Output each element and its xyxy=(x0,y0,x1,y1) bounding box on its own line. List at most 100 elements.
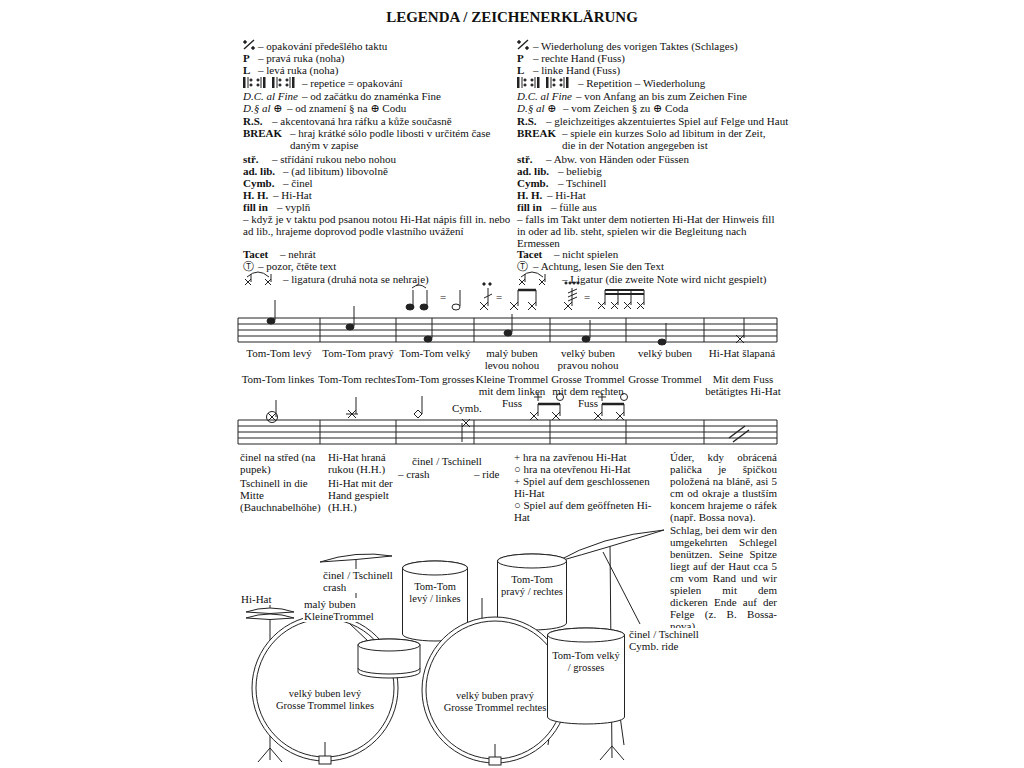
staff-label: Grosse Trommel xyxy=(627,373,703,385)
explanation: – spiele ein kurzes Solo ad libitum in d… xyxy=(562,127,776,151)
notation-equivalence xyxy=(489,283,491,285)
staff xyxy=(238,318,777,342)
page-title: LEGENDA / ZEICHENERKLÄRUNG xyxy=(0,8,1024,26)
symbol-term: R.S. xyxy=(517,115,537,127)
symbol-term: D.§ al ⊕ xyxy=(243,102,282,114)
repeat-sign-symbol xyxy=(272,77,275,88)
bass-drum-pedal xyxy=(325,742,495,757)
repeat-sign-symbol xyxy=(560,79,562,81)
symbol-term: Cymb. xyxy=(517,177,548,189)
note xyxy=(346,324,354,330)
staff-label: Tom-Tom pravý xyxy=(319,347,397,359)
explanation: – linke Hand (Fuss) xyxy=(533,64,620,76)
drum-name: velký buben levý xyxy=(285,688,365,700)
explanation: – nicht spielen xyxy=(554,248,618,260)
symbol-term: stř. xyxy=(243,153,259,165)
repeat-measure-symbol xyxy=(526,47,529,50)
explanation: – fülle aus xyxy=(551,201,597,213)
drum-name: Tom-Tom pravý / rechtes xyxy=(497,574,567,598)
repeat-sign-symbol xyxy=(551,77,552,88)
drum-name: velký buben pravý xyxy=(452,690,538,702)
explanation: – Tschinell xyxy=(558,177,606,189)
notation-label: – crash xyxy=(398,468,429,480)
repeat-sign-symbol xyxy=(564,77,565,88)
explanation: – Ligatur (die zweite Note wird nicht ge… xyxy=(562,273,766,285)
repeat-sign-symbol xyxy=(257,79,259,81)
staff-label: Tom-Tom levý xyxy=(240,347,318,359)
repeat-sign-symbol xyxy=(248,77,249,88)
symbol-term: H. H. xyxy=(243,189,268,201)
note xyxy=(582,336,590,342)
notation-equivalence xyxy=(412,285,427,306)
symbol-term: fill in xyxy=(517,201,542,213)
repeat-sign-symbol xyxy=(566,77,569,88)
notation-equivalence xyxy=(406,282,644,310)
repeat-sign-symbol xyxy=(524,84,526,86)
explanation: – když je v taktu pod psanou notou Hi-Ha… xyxy=(243,213,511,237)
explanation: – Wiederholung des vorigen Taktes (Schla… xyxy=(533,40,738,52)
repeat-sign-symbol xyxy=(522,77,523,88)
drum-head xyxy=(403,561,468,575)
symbol-term: stř. xyxy=(517,153,533,165)
staff-label: velký buben xyxy=(627,347,703,359)
notation-equivalence xyxy=(460,290,461,306)
repeat-sign-symbol xyxy=(263,77,266,88)
symbol-term: fill in xyxy=(243,201,268,213)
drum-hoop xyxy=(256,619,394,757)
notation-label: + Spiel auf dem geschlossenen Hi-Hat xyxy=(514,475,664,499)
notation-label: – ride xyxy=(474,468,499,480)
symbol-term: D.§ al ⊕ xyxy=(517,102,556,114)
explanation: – nehrát xyxy=(280,248,316,260)
staff xyxy=(238,318,777,444)
ligature-symbol xyxy=(245,272,271,285)
note xyxy=(414,410,422,418)
staff-label: Tom-Tom grosses xyxy=(395,373,475,385)
drum-part-label: činel / Tschinell crash xyxy=(322,569,400,593)
drum-outline xyxy=(548,628,625,724)
notation-equivalence xyxy=(605,290,644,294)
notation-label: ○ hra na otevřenou Hi-Hat xyxy=(514,463,631,475)
notation-label: Cymb. xyxy=(452,402,482,414)
staff xyxy=(238,420,777,444)
technique-note: Úder, kdy obrácená palička je špičkou po… xyxy=(670,451,777,523)
note xyxy=(462,419,470,442)
repeat-measure-symbol xyxy=(244,41,247,44)
drum-node: Tom-Tom velký / grosses xyxy=(547,628,625,724)
leader-line xyxy=(603,552,640,624)
note xyxy=(424,336,432,342)
staff xyxy=(238,318,777,342)
repeat-sign-symbol xyxy=(250,79,252,81)
symbol-term: Cymb. xyxy=(243,177,274,189)
repeat-sign-symbol xyxy=(517,77,520,88)
drum-node: velký buben levýGrosse Trommel linkes xyxy=(251,614,399,762)
notation-label: Hi-Hat mit der Hand gespielt (H.H.) xyxy=(328,477,404,513)
hi-hat-stand xyxy=(246,608,294,614)
staff-label: Tom-Tom rechtes xyxy=(317,373,397,385)
explanation: – pravá ruka (noha) xyxy=(258,52,344,64)
drum-outline xyxy=(252,615,398,761)
symbol-term: ad. lib. xyxy=(243,165,275,177)
staff-label: Tom-Tom velký xyxy=(396,347,474,359)
symbol-term: D.C. al Fine xyxy=(517,90,572,102)
explanation: – od znamení § na ⊕ Codu xyxy=(287,102,406,114)
illustration xyxy=(238,40,777,762)
notation-equivalence xyxy=(483,283,485,285)
note xyxy=(422,396,423,414)
symbol-term: Tacet xyxy=(517,248,542,260)
drum-name: Tom-Tom levý / linkes xyxy=(402,581,468,605)
note xyxy=(267,300,750,442)
repeat-sign-symbol xyxy=(524,79,526,81)
note xyxy=(729,426,749,442)
repeat-sign-symbol xyxy=(286,84,288,86)
explanation: – vom Zeichen § zu ⊕ Coda xyxy=(563,102,688,114)
snare-drum xyxy=(358,639,420,651)
drum-part-label: činel / Tschinell Cymb. ride xyxy=(628,628,712,652)
explanation: – od začátku do znaménka Fine xyxy=(302,90,441,102)
notation-equivalence xyxy=(480,288,492,310)
drum-outline xyxy=(548,628,625,724)
hi-hat-stand xyxy=(246,614,294,620)
bass-drum-pedal xyxy=(489,757,501,765)
staff-label: Tom-Tom linkes xyxy=(238,373,318,385)
explanation: – von Anfang an bis zum Zeichen Fine xyxy=(576,90,747,102)
staff-label: Grosse Trommel mit dem rechten Fuss xyxy=(550,373,626,409)
